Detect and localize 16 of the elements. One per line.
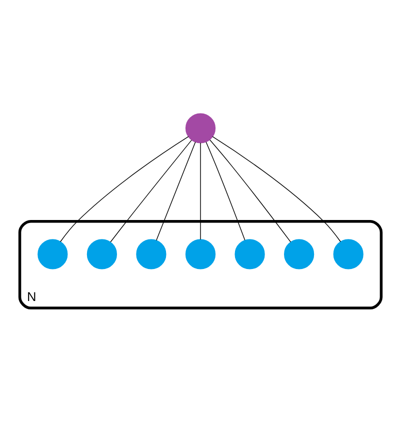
connector <box>200 142 201 240</box>
connector <box>156 142 196 241</box>
connector <box>60 136 189 242</box>
node-circle <box>234 239 265 270</box>
node-circle <box>185 113 216 144</box>
node-circle <box>136 239 166 270</box>
node-circle <box>333 239 364 270</box>
node-circle <box>38 239 68 270</box>
node-circle <box>185 239 216 270</box>
connector <box>210 140 292 242</box>
connector <box>206 142 246 241</box>
cluster: N <box>18 220 383 310</box>
node-circle <box>284 239 314 270</box>
connector <box>212 136 341 242</box>
node-circle <box>86 239 117 270</box>
connector <box>110 140 192 242</box>
